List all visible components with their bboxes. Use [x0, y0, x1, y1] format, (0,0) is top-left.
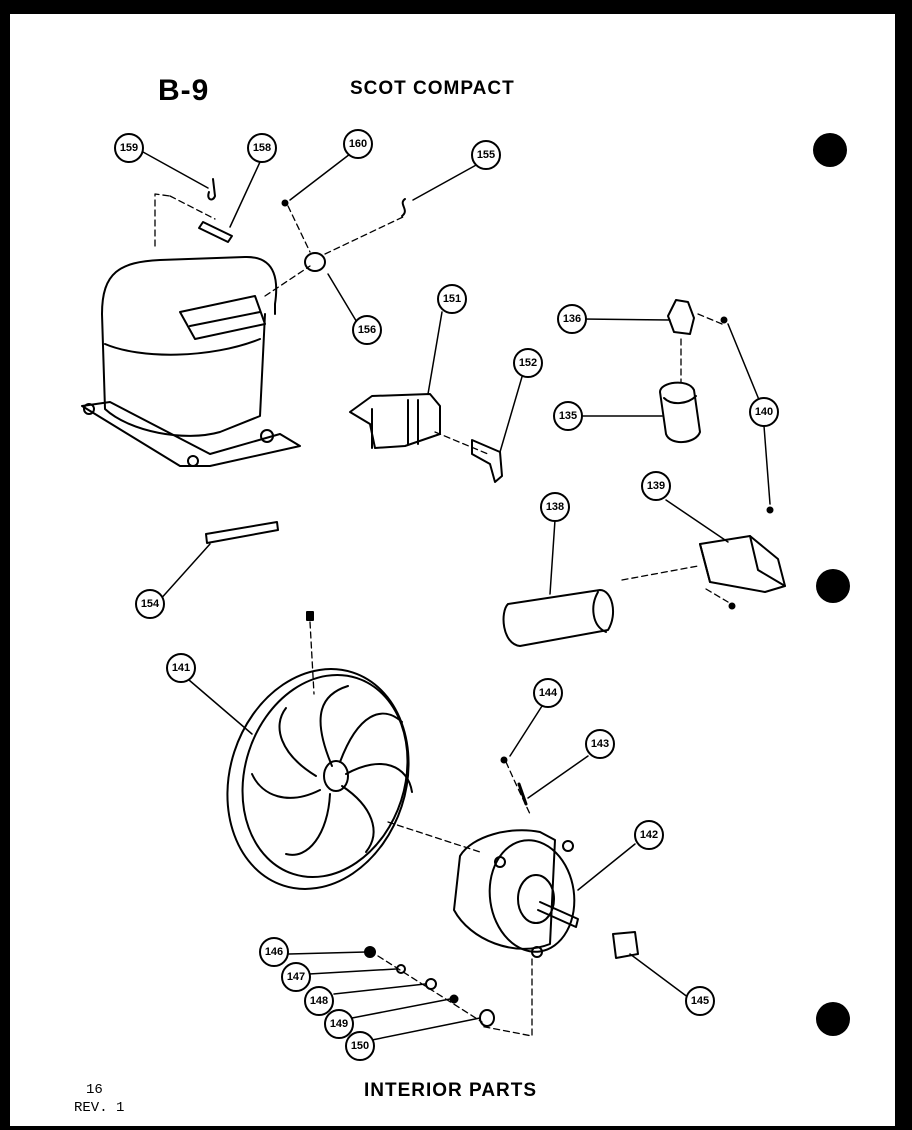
- callout-156: 156: [358, 324, 376, 336]
- fan-motor-142-drawing: [453, 829, 579, 958]
- callout-150-circle: [345, 1031, 375, 1061]
- callout-144: 144: [539, 687, 558, 699]
- callout-145-circle: [685, 986, 715, 1016]
- callout-152-circle: [513, 348, 543, 378]
- plate-145-drawing: [612, 931, 639, 959]
- callout-159-circle: [114, 133, 144, 163]
- pin-158-drawing: [198, 221, 233, 243]
- washer-144-drawing: [500, 756, 508, 764]
- callout-143-circle: [585, 729, 615, 759]
- clip-152-drawing: [471, 439, 503, 483]
- page-number: 16: [86, 1082, 103, 1098]
- grommet-150-drawing: [479, 1009, 495, 1027]
- clip-159-drawing: [207, 178, 216, 201]
- callout-141: 141: [172, 662, 190, 674]
- callout-141-circle: [166, 653, 196, 683]
- callout-139: 139: [647, 480, 665, 492]
- parts-page: B-9 SCOT COMPACT INTERIOR PARTS 16 REV. …: [10, 14, 895, 1126]
- callout-138-circle: [540, 492, 570, 522]
- screw-160-drawing: [281, 199, 289, 207]
- screw-140-top-drawing: [720, 316, 728, 324]
- callout-156-circle: [352, 315, 382, 345]
- setscrew-drawing: [306, 611, 314, 621]
- callout-151: 151: [443, 293, 461, 305]
- section-name: INTERIOR PARTS: [364, 1080, 538, 1101]
- washer-148-drawing: [425, 978, 437, 990]
- callout-151-circle: [437, 284, 467, 314]
- binder-hole-middle: [816, 569, 850, 603]
- callout-146: 146: [265, 946, 283, 958]
- callout-158: 158: [253, 142, 271, 154]
- screw-140-bottom-drawing: [766, 506, 774, 514]
- terminal-cover-151-drawing: [349, 393, 441, 449]
- callout-155: 155: [477, 149, 495, 161]
- callout-144-circle: [533, 678, 563, 708]
- nut-149-drawing: [449, 994, 459, 1004]
- callout-145: 145: [691, 995, 709, 1007]
- callout-135: 135: [559, 410, 577, 422]
- callout-159: 159: [120, 142, 138, 154]
- callout-136: 136: [563, 313, 581, 325]
- callout-154: 154: [141, 598, 160, 610]
- callout-142: 142: [640, 829, 658, 841]
- callout-147-circle: [281, 962, 311, 992]
- callout-148-circle: [304, 986, 334, 1016]
- capacitor-138-drawing: [502, 589, 615, 647]
- spring-143-drawing: [517, 782, 528, 806]
- callout-154-circle: [135, 589, 165, 619]
- callout-135-circle: [553, 401, 583, 431]
- callout-149: 149: [330, 1018, 348, 1030]
- binder-hole-bottom: [816, 1002, 850, 1036]
- binder-hole-top: [813, 133, 847, 167]
- callout-148: 148: [310, 995, 328, 1007]
- exploded-parts-diagram: 159 158 160 155 156 151 152 136 135 140 …: [81, 129, 786, 1061]
- compressor-drawing: [81, 193, 311, 467]
- callout-155-circle: [471, 140, 501, 170]
- callout-136-circle: [557, 304, 587, 334]
- fan-blade-141-drawing: [226, 668, 413, 890]
- wire-155-drawing: [401, 198, 406, 217]
- callout-143: 143: [591, 738, 609, 750]
- grommet-156-drawing: [304, 252, 326, 272]
- callout-146-circle: [259, 937, 289, 967]
- capacitor-135-drawing: [659, 381, 701, 443]
- callout-139-circle: [641, 471, 671, 501]
- callout-150: 150: [351, 1040, 369, 1052]
- callout-149-circle: [324, 1009, 354, 1039]
- gasket-154-drawing: [205, 521, 279, 544]
- callout-142-circle: [634, 820, 664, 850]
- capacitor-bracket-136-drawing: [667, 299, 695, 335]
- callout-138: 138: [546, 501, 564, 513]
- revision-label: REV. 1: [74, 1100, 125, 1116]
- washer-147-drawing: [396, 964, 406, 974]
- screw-139-drawing: [728, 602, 736, 610]
- callout-152: 152: [519, 357, 537, 369]
- callout-140: 140: [755, 406, 773, 418]
- sheet-code: B-9: [158, 74, 210, 107]
- callout-147: 147: [287, 971, 305, 983]
- model-name: SCOT COMPACT: [350, 78, 515, 99]
- callout-140-circle: [749, 397, 779, 427]
- callout-158-circle: [247, 133, 277, 163]
- callout-160: 160: [349, 138, 367, 150]
- capacitor-box-139-drawing: [699, 535, 786, 593]
- callout-160-circle: [343, 129, 373, 159]
